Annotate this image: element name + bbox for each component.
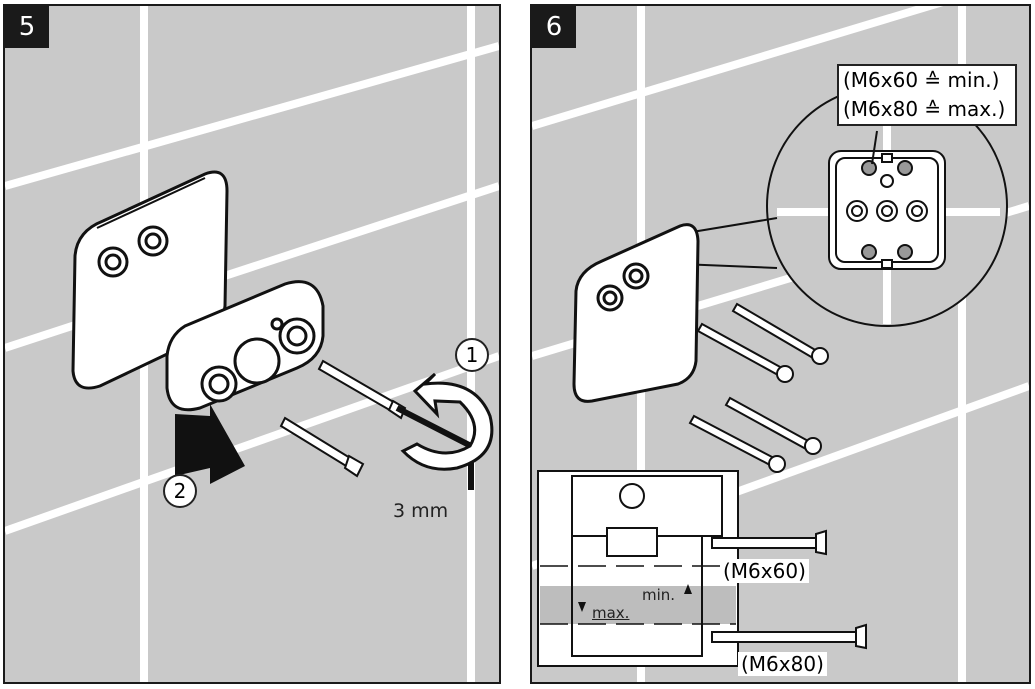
screw-size-callout: (M6x60 ≙ min.) (M6x80 ≙ max.) (837, 64, 1017, 126)
step-marker-1: 1 (455, 338, 489, 372)
depth-inset (537, 470, 739, 667)
step-number-badge: 6 (532, 6, 576, 48)
mounting-plate-detail (828, 150, 946, 270)
screws (688, 302, 829, 473)
screw-label-m6x80: (M6x80) (738, 652, 827, 676)
step-number-badge: 5 (5, 6, 49, 48)
min-depth-label: min. (642, 586, 676, 604)
screws (279, 359, 407, 478)
size-screws (711, 529, 867, 650)
screw-label-m6x60: (M6x60) (720, 559, 809, 583)
step-5-panel: 5 1 2 3 mm (3, 4, 501, 684)
rotation-arrow (400, 372, 494, 471)
tool-size-label: 3 mm (393, 500, 449, 522)
push-arrow (175, 404, 245, 484)
step-marker-2: 2 (163, 474, 197, 508)
step-5-illustration (5, 6, 499, 682)
step-6-panel: 6 (M6x60 ≙ min.) (M6x80 ≙ max.) min. max… (530, 4, 1031, 684)
callout-min-line: (M6x60 ≙ min.) (843, 68, 1000, 92)
max-depth-label: max. (592, 604, 630, 622)
connector-block (165, 280, 325, 412)
cover-plate (572, 223, 700, 403)
callout-max-line: (M6x80 ≙ max.) (843, 97, 1006, 121)
step-6-illustration (532, 6, 1029, 682)
